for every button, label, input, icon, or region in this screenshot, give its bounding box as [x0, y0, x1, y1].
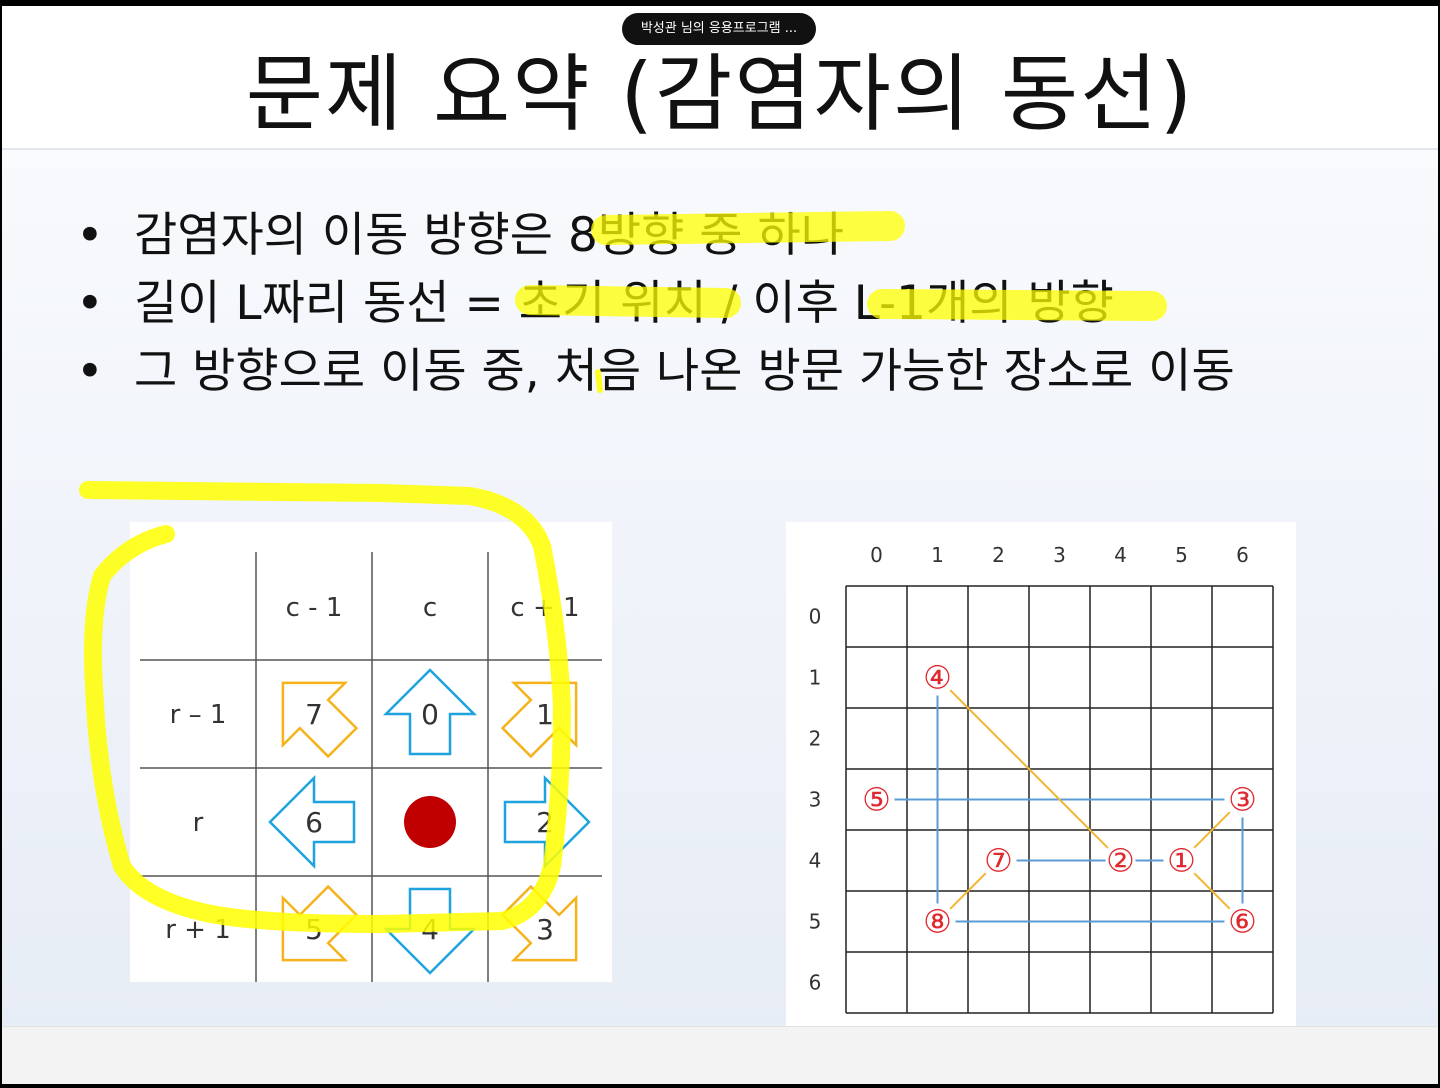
col-label: 6 [1236, 543, 1249, 567]
node-background [983, 845, 1014, 876]
node-background [1105, 845, 1136, 876]
row-label: 5 [809, 910, 822, 934]
bullet-item: • 감염자의 이동 방향은 8방향 중 하나 [76, 206, 844, 266]
node-background [1227, 784, 1258, 815]
direction-table-drawing: c - 1 c c + 1 r – 1 r r + 1 7 0 1 6 2 5 4 3 [140, 552, 602, 982]
direction-number: 2 [536, 806, 554, 839]
col-header: c - 1 [286, 593, 343, 623]
path-segment [949, 689, 1109, 849]
row-label: 4 [809, 849, 822, 873]
bullet-text: 길이 L짜리 동선 = 초기 위치 / 이후 L-1개의 방향 [134, 276, 1114, 331]
bullet-item: • 길이 L짜리 동선 = 초기 위치 / 이후 L-1개의 방향 [76, 274, 1114, 334]
direction-table: c - 1 c c + 1 r – 1 r r + 1 7 0 1 6 2 5 4 3 [130, 522, 612, 982]
row-label: 2 [809, 727, 822, 751]
node-background [861, 784, 892, 815]
bullet-text: 그 방향으로 이동 중, 처음 나온 방문 가능한 장소로 이동 [134, 344, 1235, 399]
direction-number: 1 [536, 698, 554, 731]
path-node: ④ [923, 659, 952, 697]
col-header: c + 1 [510, 593, 579, 623]
row-label: 6 [809, 971, 822, 995]
path-node: ⑦ [984, 842, 1013, 880]
path-node: ⑧ [923, 903, 952, 941]
path-node: ① [1167, 842, 1196, 880]
direction-number: 5 [305, 913, 323, 946]
col-label: 1 [931, 543, 944, 567]
bullet-item: • 그 방향으로 이동 중, 처음 나온 방문 가능한 장소로 이동 [76, 342, 1235, 402]
path-node: ⑤ [862, 781, 891, 819]
bottom-strip [2, 1026, 1438, 1084]
col-label: 2 [992, 543, 1005, 567]
slide-title: 문제 요약 (감염자의 동선) [245, 45, 1195, 143]
path-segment [1193, 811, 1231, 849]
bullet-dot-icon: • [76, 276, 104, 331]
origin-dot [404, 796, 456, 848]
bullet-dot-icon: • [76, 344, 104, 399]
col-header: c [423, 593, 437, 623]
direction-number: 6 [305, 806, 323, 839]
path-node: ⑥ [1228, 903, 1257, 941]
path-segment [1193, 872, 1231, 910]
row-header: r [193, 808, 204, 838]
row-header: r + 1 [165, 915, 231, 945]
node-background [922, 662, 953, 693]
direction-number: 7 [305, 698, 323, 731]
direction-number: 4 [421, 913, 439, 946]
slide: 문제 요약 (감염자의 동선) • 감염자의 이동 방향은 8방향 중 하나 • 길… [2, 6, 1438, 1084]
row-label: 1 [809, 666, 822, 690]
col-label: 0 [870, 543, 883, 567]
screen-share-indicator[interactable]: 박성관 님의 응용프로그램 ... [622, 13, 816, 45]
bullet-text: 감염자의 이동 방향은 8방향 중 하나 [134, 208, 844, 263]
bullet-dot-icon: • [76, 208, 104, 263]
row-header: r – 1 [170, 700, 227, 730]
direction-number: 3 [536, 913, 554, 946]
col-label: 3 [1053, 543, 1066, 567]
direction-number: 0 [421, 698, 439, 731]
grid-example-drawing: 0 1 2 3 4 5 6 0 1 2 3 4 5 6 ①② ③ ④ ⑤ ⑥ ⑦⑧ [809, 543, 1274, 1014]
node-background [1166, 845, 1197, 876]
path-segment [949, 872, 987, 910]
row-label: 3 [809, 788, 822, 812]
path-node: ③ [1228, 781, 1257, 819]
row-label: 0 [809, 605, 822, 629]
node-background [922, 906, 953, 937]
path-node: ② [1106, 842, 1135, 880]
col-label: 5 [1175, 543, 1188, 567]
node-background [1227, 906, 1258, 937]
col-label: 4 [1114, 543, 1127, 567]
